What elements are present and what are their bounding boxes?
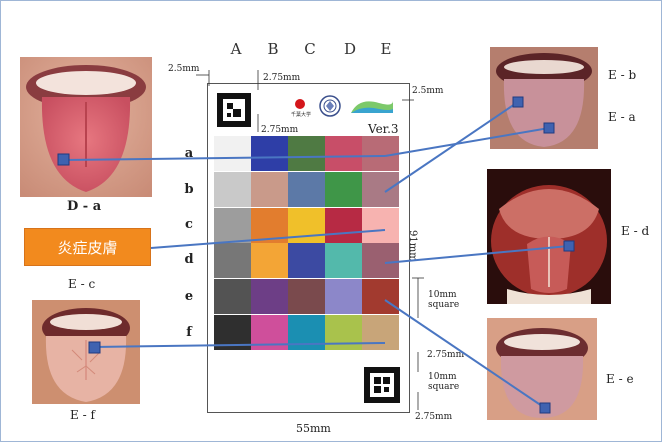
connector-e-d (385, 246, 569, 263)
marker-e-d (564, 241, 574, 251)
marker-d-a (58, 154, 69, 165)
connector-e-b (385, 102, 518, 192)
connector-d-a (64, 156, 385, 160)
marker-e-e (540, 403, 550, 413)
connector-e-f (94, 343, 385, 347)
connector-e-e (385, 300, 545, 408)
connector-e-a (385, 128, 549, 156)
connector-e-c (151, 230, 385, 248)
marker-e-f (89, 342, 100, 353)
marker-e-a (544, 123, 554, 133)
marker-e-b (513, 97, 523, 107)
